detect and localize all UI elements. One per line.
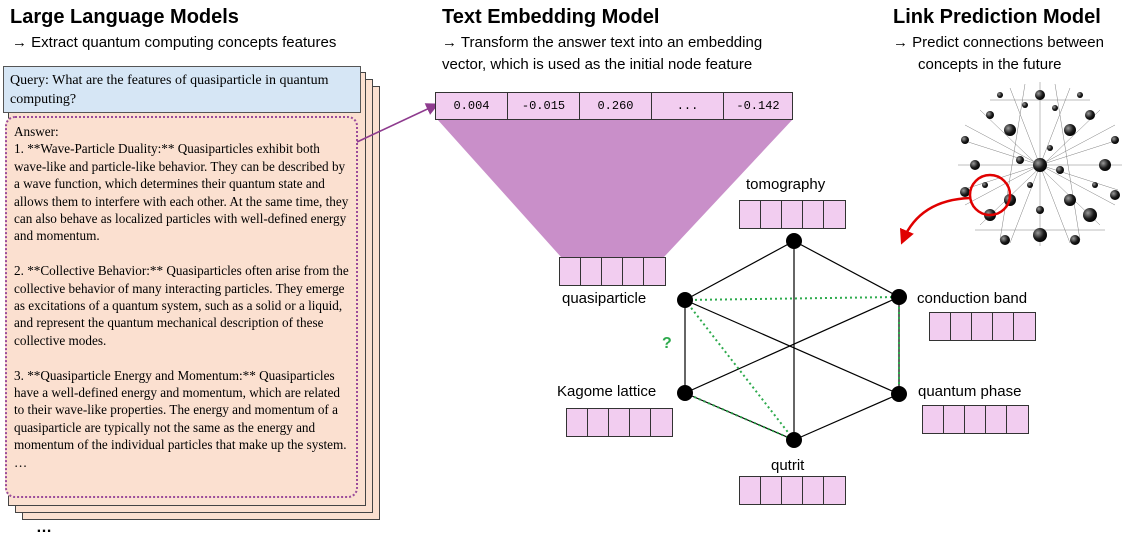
embedding-funnel (437, 119, 793, 257)
answer-box: Answer: 1. **Wave-Particle Duality:** Qu… (5, 116, 358, 498)
prediction-question-mark: ? (662, 335, 672, 352)
node-qutrit (786, 432, 802, 448)
answer-paragraph-1: 1. **Wave-Particle Duality:** Quasiparti… (14, 141, 349, 244)
embedding-description-2: vector, which is used as the initial nod… (442, 56, 753, 73)
node-kagome-lattice (677, 385, 693, 401)
vector-cell: -0.015 (508, 93, 580, 119)
graph-nodes (677, 233, 907, 448)
feature-vector-tomography (739, 200, 846, 229)
feature-vector-qutrit (739, 476, 846, 505)
linkpred-title: Link Prediction Model (893, 6, 1101, 28)
embedding-vector: 0.004 -0.015 0.260 ... -0.142 (435, 92, 793, 120)
feature-vector-conduction-band (929, 312, 1036, 341)
label-tomography: tomography (746, 176, 826, 193)
node-conduction-band (891, 289, 907, 305)
answer-ellipsis: … (14, 454, 28, 470)
node-tomography (786, 233, 802, 249)
linkpred-description-1: → Predict connections between (893, 34, 1104, 51)
label-conduction-band: conduction band (917, 290, 1028, 307)
llm-title: Large Language Models (10, 6, 239, 28)
vector-cell: ... (652, 93, 724, 119)
answer-heading: Answer: (14, 124, 59, 139)
graph-edges (684, 240, 900, 441)
feature-vector-funnel-output (559, 257, 666, 286)
linkpred-description-2: concepts in the future (918, 56, 1062, 73)
answer-paragraph-3: 3. **Quasiparticle Energy and Momentum:*… (14, 367, 347, 453)
label-kagome-lattice: Kagome lattice (557, 383, 657, 400)
label-quantum-phase: quantum phase (918, 383, 1022, 400)
highlight-arrow (900, 196, 971, 245)
feature-vector-quantum-phase (922, 405, 1029, 434)
more-documents-ellipsis: … (36, 519, 52, 536)
embedding-title: Text Embedding Model (442, 6, 660, 28)
highlight-circle (968, 173, 1012, 217)
node-quasiparticle (677, 292, 693, 308)
feature-vector-kagome-lattice (566, 408, 673, 437)
vector-cell: 0.004 (436, 93, 508, 119)
label-quasiparticle: quasiparticle (562, 290, 647, 307)
query-box: Query: What are the features of quasipar… (3, 66, 361, 113)
answer-paragraph-2: 2. **Collective Behavior:** Quasiparticl… (14, 263, 349, 348)
answer-to-vector-arrow (356, 103, 439, 143)
node-quantum-phase (891, 386, 907, 402)
predicted-edges (684, 296, 900, 441)
vector-cell: 0.260 (580, 93, 652, 119)
network-sphere-image (900, 82, 1122, 246)
llm-description: → Extract quantum computing concepts fea… (12, 34, 337, 51)
embedding-description-1: → Transform the answer text into an embe… (442, 34, 763, 51)
label-qutrit: qutrit (771, 457, 805, 474)
vector-cell: -0.142 (736, 99, 780, 113)
